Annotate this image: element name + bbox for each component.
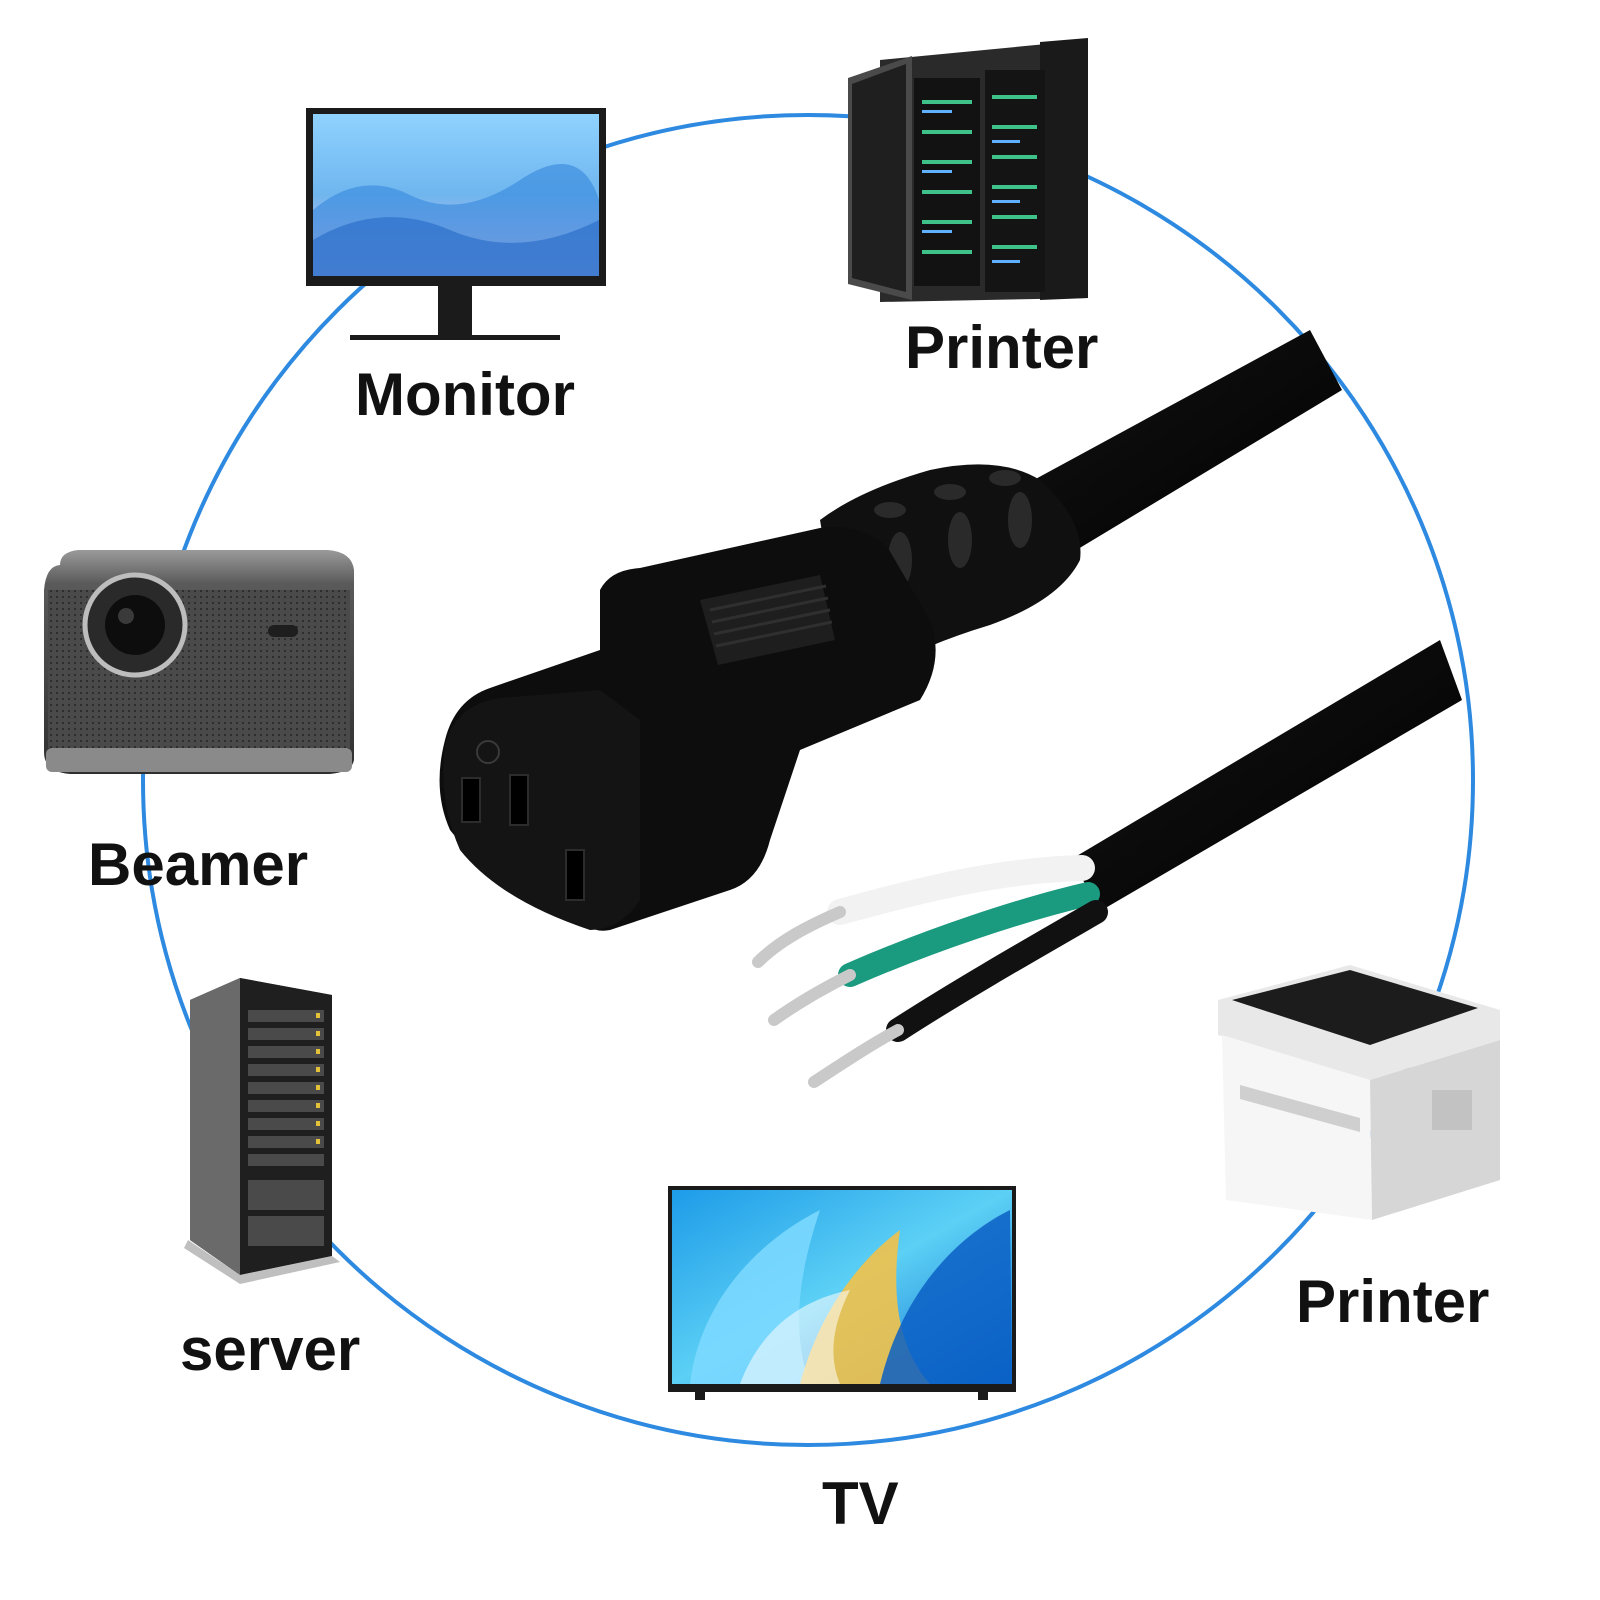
label-printer-right: Printer [1296, 1268, 1490, 1335]
blue-ring [141, 113, 1475, 1447]
printer-icon [1218, 965, 1500, 1220]
power-connector-icon [439, 330, 1462, 1088]
tv-icon [668, 1186, 1016, 1400]
server-rack-icon [184, 978, 340, 1284]
projector-icon [44, 550, 354, 774]
label-monitor: Monitor [355, 361, 575, 428]
label-beamer: Beamer [88, 831, 309, 898]
monitor-icon [306, 108, 606, 340]
server-cabinet-icon [848, 38, 1088, 302]
label-printer-top: Printer [905, 314, 1099, 381]
label-tv: TV [822, 1470, 899, 1537]
label-server: server [180, 1316, 361, 1383]
